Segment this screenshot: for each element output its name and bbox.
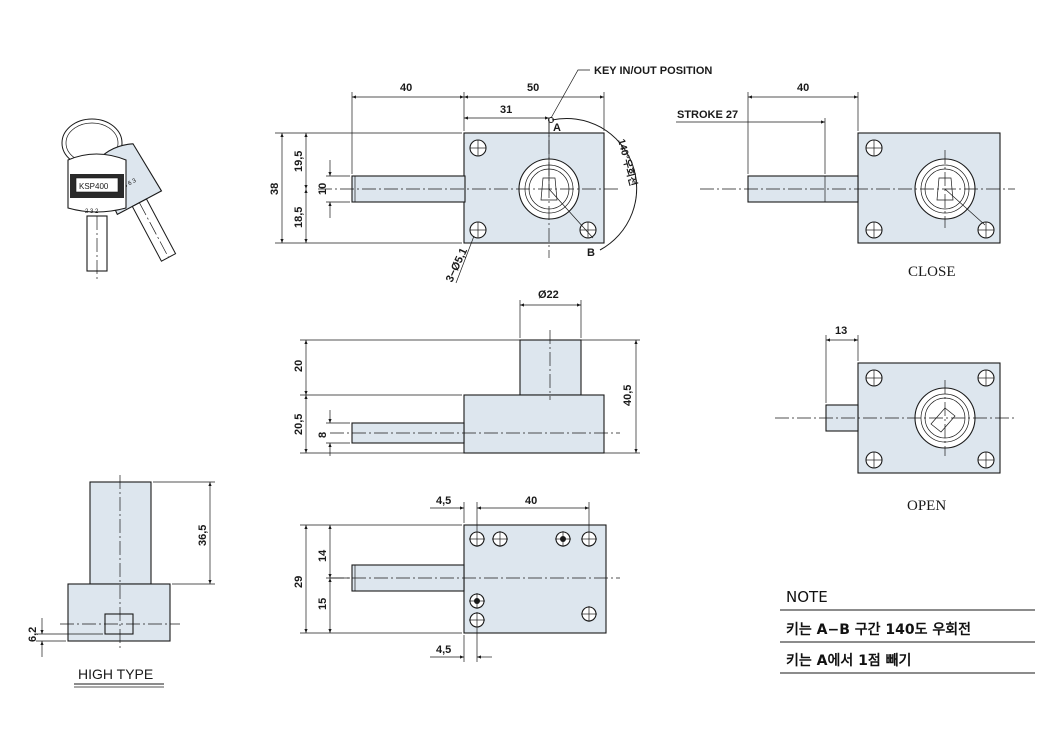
- note-title: NOTE: [786, 588, 828, 606]
- top-view: 40 50 31 38 19,5 18,5 10 KEY IN/OUT POSI…: [269, 65, 712, 284]
- dim-4-5-bottom: 4,5: [436, 644, 451, 656]
- key-code-label: 2 3 2: [85, 209, 99, 215]
- dim-40: 40: [525, 495, 537, 507]
- lock-body: [463, 394, 605, 454]
- dim-50: 50: [527, 82, 539, 94]
- mounting-hole: [581, 606, 597, 622]
- holes-label: 3−Ø5,1: [444, 246, 470, 284]
- mounting-hole: [469, 593, 485, 609]
- point-b-label: B: [587, 247, 595, 259]
- mounting-hole: [469, 612, 485, 628]
- key-in-out-label: KEY IN/OUT POSITION: [594, 65, 712, 77]
- dim-38: 38: [269, 183, 281, 195]
- side-view: Ø22 20 20,5 8 40,5: [293, 289, 640, 456]
- dim-31: 31: [500, 104, 512, 116]
- high-type-caption: HIGH TYPE: [78, 666, 153, 682]
- key2-code: 5 6 3: [123, 178, 138, 190]
- close-view: 40 STROKE 27 CLOSE: [676, 82, 1015, 280]
- cylinder-head: [519, 339, 582, 396]
- point-a-label: A: [553, 122, 561, 134]
- dim-4-5-top: 4,5: [436, 495, 451, 507]
- mounting-hole: [469, 531, 485, 547]
- note-line-2: 키는 A에서 1점 빼기: [786, 652, 911, 669]
- close-caption: CLOSE: [908, 264, 956, 280]
- dim-d22: Ø22: [538, 289, 559, 301]
- dim-36-5: 36,5: [197, 525, 209, 546]
- mounting-hole: [492, 531, 508, 547]
- stroke-label: STROKE 27: [677, 109, 738, 121]
- dim-15: 15: [317, 598, 329, 610]
- high-type-view: 36,5 6,2 HIGH TYPE: [27, 475, 215, 688]
- mounting-hole: [581, 531, 597, 547]
- dim-40: 40: [797, 82, 809, 94]
- open-view: 13 OPEN: [775, 325, 1015, 514]
- dim-29: 29: [293, 576, 305, 588]
- cylinder-head: [89, 481, 152, 585]
- dim-19-5: 19,5: [293, 151, 305, 172]
- note-box: NOTE 키는 A−B 구간 140도 우회전 키는 A에서 1점 빼기: [780, 588, 1035, 674]
- front-view: 4,5 40 29 14 15 4,5: [293, 495, 620, 662]
- key-model-label: KSP400: [79, 182, 109, 191]
- dim-40: 40: [400, 82, 412, 94]
- dim-13: 13: [835, 325, 847, 337]
- open-caption: OPEN: [907, 498, 946, 514]
- dim-6-2: 6,2: [27, 627, 39, 642]
- dim-8: 8: [317, 432, 329, 438]
- dim-14: 14: [317, 549, 329, 562]
- dim-18-5: 18,5: [293, 207, 305, 228]
- dim-10: 10: [317, 183, 329, 195]
- key-illustration: 5 6 3 KSP400 2 3 2: [61, 118, 177, 280]
- note-line-1: 키는 A−B 구간 140도 우회전: [786, 621, 971, 638]
- dim-20: 20: [293, 360, 305, 372]
- dim-40-5: 40,5: [622, 385, 634, 406]
- mounting-hole: [555, 531, 571, 547]
- dim-20-5: 20,5: [293, 414, 305, 435]
- rotation-label: 140°우회전: [615, 137, 640, 187]
